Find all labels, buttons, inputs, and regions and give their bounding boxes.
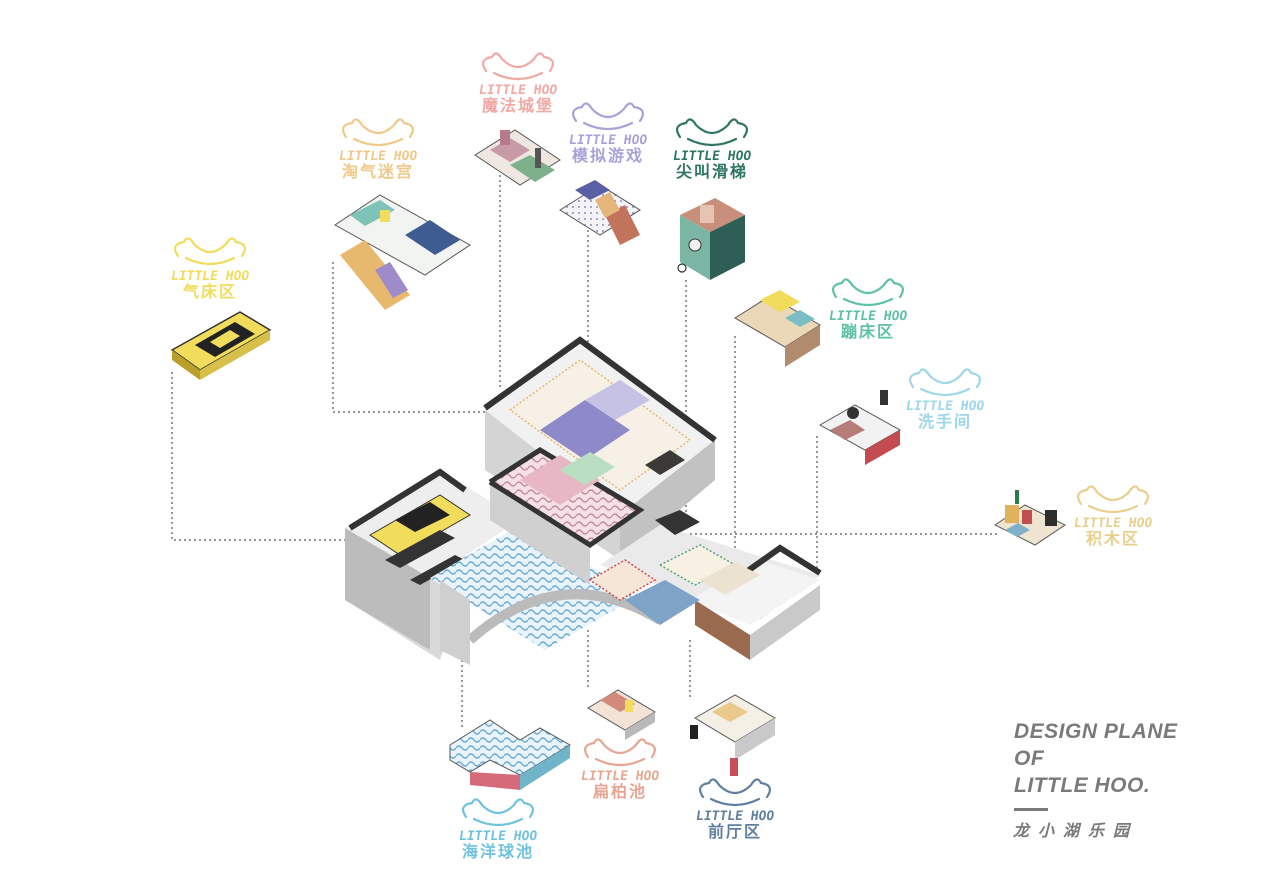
zone-label-naughty-maze: LITTLE HOO 淘气迷宫: [333, 149, 423, 181]
component-flat-pool: [587, 689, 656, 740]
component-magic-castle: [474, 129, 561, 186]
bone-marks: [174, 52, 1149, 827]
component-scream-slide: [677, 198, 745, 280]
component-blocks: [994, 490, 1066, 546]
zone-label-magic-castle: LITTLE HOO 魔法城堡: [473, 83, 563, 115]
zone-name: 前厅区: [707, 822, 762, 841]
zone-label-air-bed: LITTLE HOO 气床区: [165, 269, 255, 301]
zone-label-lobby: LITTLE HOO 前厅区: [690, 809, 780, 841]
title-line-2: OF: [1014, 747, 1045, 770]
zone-name: 尖叫滑梯: [675, 162, 748, 181]
title-divider: [1014, 808, 1048, 811]
brand-text: LITTLE HOO: [904, 399, 986, 414]
zone-label-ball-pool: LITTLE HOO 海洋球池: [453, 829, 543, 861]
brand-text: LITTLE HOO: [477, 83, 559, 98]
zone-name: 蹦床区: [840, 322, 895, 341]
zone-label-trampoline: LITTLE HOO 蹦床区: [823, 309, 913, 341]
component-lobby: [690, 694, 776, 776]
design-title: DESIGN PLANE OF LITTLE HOO.: [1014, 718, 1178, 799]
brand-text: LITTLE HOO: [671, 149, 753, 164]
brand-text: LITTLE HOO: [337, 149, 419, 164]
zone-name: 海洋球池: [461, 842, 534, 861]
main-floor-plan: [345, 336, 822, 665]
brand-text: LITTLE HOO: [694, 809, 776, 824]
title-line-1: DESIGN PLANE: [1014, 720, 1178, 743]
zone-label-restroom: LITTLE HOO 洗手间: [900, 399, 990, 431]
brand-text: LITTLE HOO: [567, 133, 649, 148]
zone-name: 气床区: [182, 282, 237, 301]
zone-label-blocks: LITTLE HOO 积木区: [1068, 516, 1158, 548]
component-air-bed: [170, 311, 272, 380]
zone-name: 魔法城堡: [481, 96, 554, 115]
brand-text: LITTLE HOO: [457, 829, 539, 844]
zone-name: 洗手间: [917, 412, 972, 431]
component-trampoline: [734, 290, 821, 367]
title-line-3: LITTLE HOO.: [1014, 774, 1151, 797]
zone-label-simulation-game: LITTLE HOO 模拟游戏: [563, 133, 653, 165]
brand-text: LITTLE HOO: [1072, 516, 1154, 531]
chinese-title: 龙小湖乐园: [1013, 821, 1139, 840]
zone-label-flat-pool: LITTLE HOO 扁柏池: [575, 769, 665, 801]
brand-text: LITTLE HOO: [827, 309, 909, 324]
component-ball-pool: [449, 719, 571, 790]
zone-name: 扁柏池: [592, 782, 647, 801]
zone-name: 模拟游戏: [571, 146, 644, 165]
component-naughty-maze: [334, 194, 471, 310]
component-restroom: [818, 390, 902, 465]
zone-name: 淘气迷宫: [341, 162, 414, 181]
brand-text: LITTLE HOO: [579, 769, 661, 784]
zone-label-scream-slide: LITTLE HOO 尖叫滑梯: [667, 149, 757, 181]
component-simulation-game: [559, 180, 641, 245]
zone-name: 积木区: [1085, 529, 1140, 548]
brand-text: LITTLE HOO: [169, 269, 251, 284]
